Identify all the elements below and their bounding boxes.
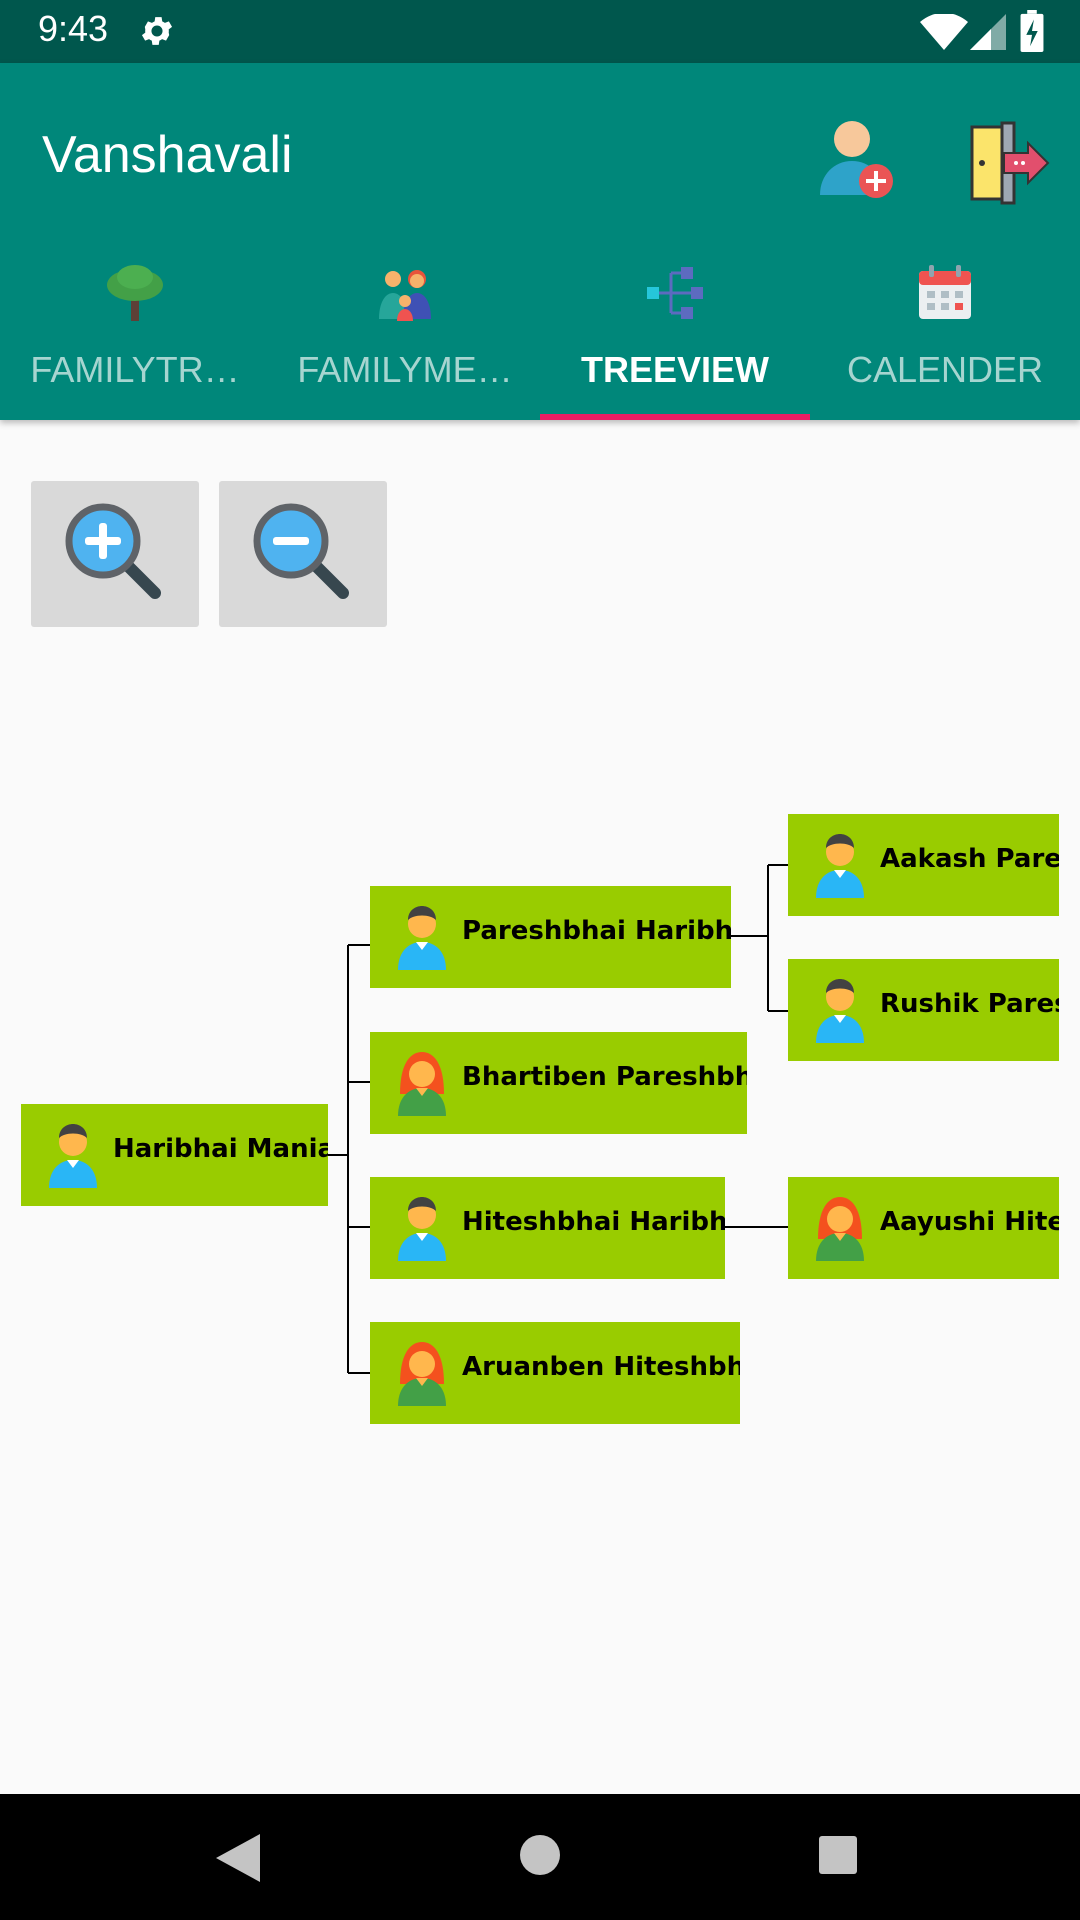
- calendar-icon: [919, 265, 971, 319]
- male-avatar-icon: [398, 906, 446, 970]
- family-icon: [379, 270, 431, 321]
- tab-familytree[interactable]: FAMILYTR…: [0, 253, 270, 420]
- tab-indicator: [540, 414, 810, 420]
- tree-node-child[interactable]: Hiteshbhai Haribhai: [370, 1177, 725, 1279]
- zoom-in-button[interactable]: [31, 481, 199, 627]
- male-avatar-icon: [398, 1197, 446, 1261]
- tab-familymembers-label: FAMILYME…: [297, 349, 513, 390]
- app-bar: Vanshavali FAMILYTR…: [0, 63, 1080, 420]
- zoom-out-button[interactable]: [219, 481, 387, 627]
- recent-apps-icon[interactable]: [818, 1835, 858, 1875]
- logout-door-icon[interactable]: [956, 113, 1056, 213]
- zoom-in-icon: [65, 503, 161, 599]
- tree-node-child[interactable]: Pareshbhai Haribhai: [370, 886, 731, 988]
- tree-node-grandchild[interactable]: Rushik Pareshbhai: [788, 959, 1059, 1061]
- battery-charging-icon: [1020, 10, 1044, 52]
- node-label: Aruanben Hiteshbhai: [462, 1352, 740, 1382]
- male-avatar-icon: [816, 834, 864, 898]
- tree-node-grandchild[interactable]: Aayushi Hiteshbhai: [788, 1177, 1059, 1279]
- female-avatar-icon: [816, 1197, 864, 1261]
- settings-gear-icon: [141, 17, 173, 45]
- status-bar: 9:43: [0, 0, 1080, 63]
- node-label: Rushik Pareshbhai: [880, 989, 1059, 1019]
- wifi-icon: [920, 14, 968, 50]
- app-title: Vanshavali: [42, 126, 293, 184]
- tab-treeview[interactable]: TREEVIEW: [540, 253, 810, 420]
- system-nav-bar: [0, 1794, 1080, 1920]
- tree-node-child[interactable]: Aruanben Hiteshbhai: [370, 1322, 740, 1424]
- tab-calender[interactable]: CALENDER: [810, 253, 1080, 420]
- tab-bar: FAMILYTR… FAMILYME… TREEVIEW: [0, 253, 1080, 420]
- female-avatar-icon: [398, 1052, 446, 1116]
- tree-node-grandchild[interactable]: Aakash Pareshbhai: [788, 814, 1059, 916]
- zoom-out-icon: [253, 503, 349, 599]
- tree-node-root[interactable]: Haribhai Maniar: [21, 1104, 328, 1206]
- male-avatar-icon: [49, 1124, 97, 1188]
- signal-icon: [970, 14, 1006, 50]
- node-label: Haribhai Maniar: [113, 1134, 328, 1164]
- node-label: Bhartiben Pareshbhai: [462, 1062, 747, 1092]
- status-time: 9:43: [38, 8, 109, 49]
- add-user-icon[interactable]: [808, 113, 908, 213]
- tree-node-child[interactable]: Bhartiben Pareshbhai: [370, 1032, 747, 1134]
- male-avatar-icon: [816, 979, 864, 1043]
- female-avatar-icon: [398, 1342, 446, 1406]
- home-icon[interactable]: [519, 1834, 561, 1876]
- back-icon[interactable]: [216, 1834, 260, 1882]
- node-label: Aakash Pareshbhai: [880, 844, 1059, 874]
- node-label: Aayushi Hiteshbhai: [880, 1207, 1059, 1237]
- tab-calender-label: CALENDER: [846, 349, 1044, 390]
- tab-treeview-label: TREEVIEW: [580, 349, 769, 390]
- tree-icon: [107, 265, 163, 321]
- node-label: Hiteshbhai Haribhai: [462, 1207, 725, 1237]
- tab-familytree-label: FAMILYTR…: [30, 349, 240, 390]
- tab-familymembers[interactable]: FAMILYME…: [270, 253, 540, 420]
- hierarchy-icon: [647, 267, 703, 319]
- node-label: Pareshbhai Haribhai: [462, 916, 731, 946]
